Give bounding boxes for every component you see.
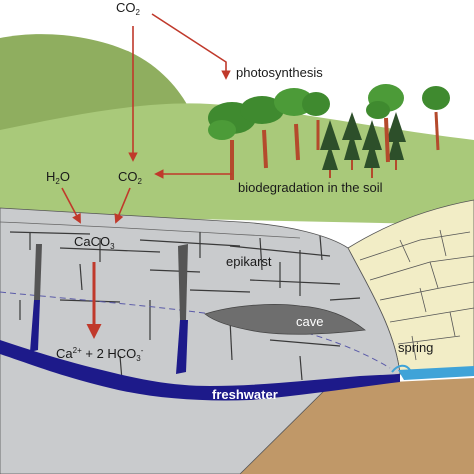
photosynthesis-label: photosynthesis xyxy=(236,65,323,80)
freshwater-conduit-mid xyxy=(176,320,188,374)
co2-top-label: CO2 xyxy=(116,0,141,17)
strata-line xyxy=(0,221,301,239)
spring-label: spring xyxy=(398,340,433,355)
freshwater-conduit-left xyxy=(30,300,40,352)
freshwater-label: freshwater xyxy=(212,387,278,402)
arrow-co2-to-photosynthesis xyxy=(151,13,231,80)
epikarst-label: epikarst xyxy=(226,254,272,269)
spring-outflow xyxy=(398,366,474,380)
caco3-label: CaCO3 xyxy=(74,234,115,251)
h2o-label: H2O xyxy=(46,169,70,186)
arrow-co2-to-caco3 xyxy=(114,187,131,224)
freshwater-channel xyxy=(0,340,400,401)
conifer-trunks xyxy=(329,160,397,178)
sandstone-cracks xyxy=(359,229,474,361)
ion-equation-label: Ca2+ + 2 HCO3- xyxy=(56,346,144,363)
conifer-trees xyxy=(320,112,406,170)
conduit-mid xyxy=(178,244,188,320)
bedrock xyxy=(240,378,474,474)
photosynthesis-label-bg xyxy=(232,63,344,81)
biodegradation-label-bg xyxy=(236,178,414,196)
cave-label: cave xyxy=(296,314,323,329)
arrow-h2o-to-caco3 xyxy=(61,187,81,224)
cave xyxy=(204,304,367,335)
spring-mouth xyxy=(391,364,411,373)
co2-mid-label: CO2 xyxy=(118,169,143,186)
broadleaf-trees xyxy=(208,84,450,180)
conduit-left xyxy=(34,244,42,300)
biodegradation-label: biodegradation in the soil xyxy=(238,180,383,195)
